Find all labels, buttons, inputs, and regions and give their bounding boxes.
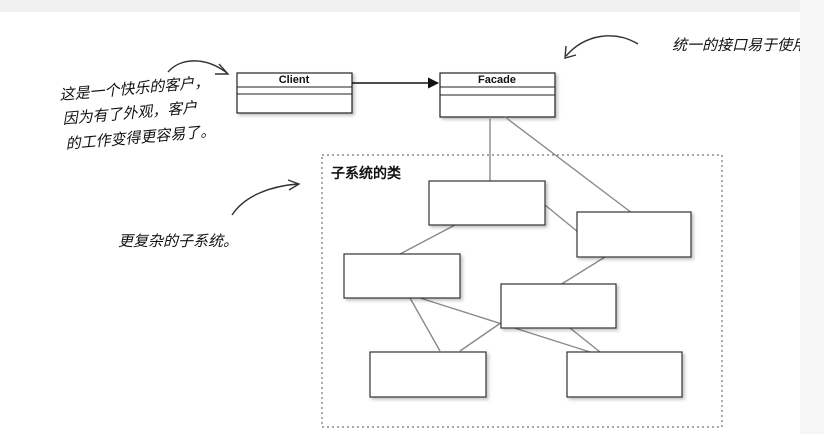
client-class-box: Client bbox=[236, 72, 353, 114]
subsystem-class-box bbox=[566, 351, 683, 398]
note-client-pointer bbox=[167, 60, 228, 74]
page-edge bbox=[800, 0, 824, 434]
note-facade-pointer bbox=[565, 35, 639, 57]
note-subsystem: 更复杂的子系统。 bbox=[118, 232, 238, 250]
subsystem-class-box bbox=[576, 211, 692, 258]
facade-label: Facade bbox=[478, 74, 516, 86]
facade-class-box: Facade bbox=[439, 72, 556, 118]
note-client: 这是一个快乐的客户， 因为有了外观，客户 的工作变得更容易了。 bbox=[59, 73, 216, 153]
subsystem-title: 子系统的类 bbox=[331, 165, 402, 182]
note-client-pointer-head bbox=[215, 63, 230, 75]
note-client-line: 的工作变得更容易了。 bbox=[65, 122, 216, 153]
note-facade-pointer-head bbox=[564, 45, 577, 59]
client-label: Client bbox=[279, 74, 310, 86]
subsystem-container bbox=[321, 154, 723, 428]
top-band bbox=[0, 0, 824, 12]
note-subsystem-pointer-head bbox=[287, 179, 301, 191]
note-facade: 统一的接口易于使用。 bbox=[672, 36, 822, 54]
note-client-line: 因为有了外观，客户 bbox=[62, 98, 199, 128]
subsystem-class-box bbox=[500, 283, 617, 329]
subsystem-class-box bbox=[343, 253, 461, 299]
subsystem-class-box bbox=[369, 351, 487, 398]
note-subsystem-pointer bbox=[231, 183, 299, 216]
subsystem-class-box bbox=[428, 180, 546, 226]
